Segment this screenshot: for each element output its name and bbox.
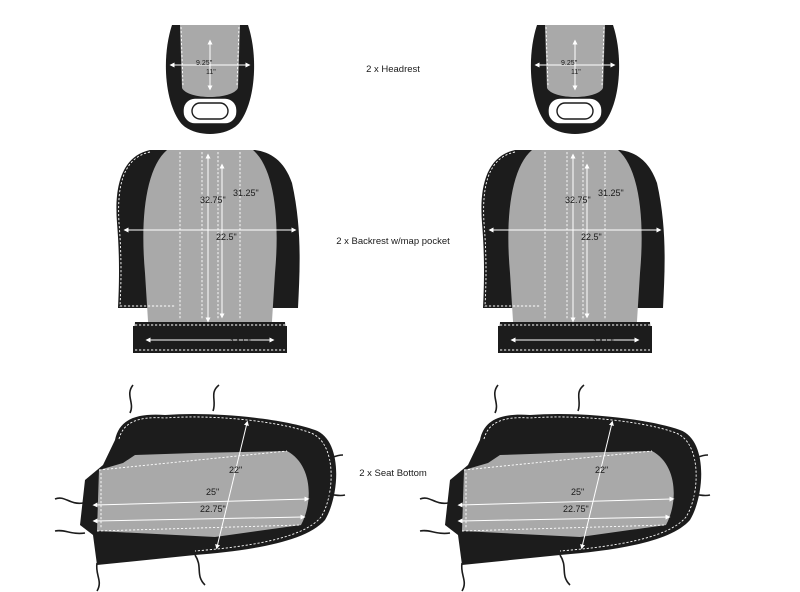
headrest-left: 9.25" 11" — [166, 25, 254, 134]
backrest-right: 32.75" 31.25" 22.5" 14.5" — [481, 150, 664, 353]
backrest-caption: 2 x Backrest w/map pocket — [336, 236, 450, 247]
backrest-height-outer-label: 32.75" — [565, 195, 591, 205]
headrest-height-label: 9.25" — [196, 60, 213, 67]
seat-front-width-label: 22.75" — [200, 504, 226, 514]
seat-bottom-left: 22" 25" 22.75" — [55, 385, 345, 591]
headrest-width-label: 11" — [206, 69, 216, 76]
seat-depth-label: 22" — [229, 465, 242, 475]
backrest-width-label: 22.5" — [581, 232, 602, 242]
seat-front-width-label: 22.75" — [563, 504, 589, 514]
headrest-height-label: 9.25" — [561, 60, 578, 67]
backrest-width-label: 22.5" — [216, 232, 237, 242]
headrest-width-label: 11" — [571, 69, 581, 76]
headrest-right: 9.25" 11" — [531, 25, 619, 134]
backrest-height-inner-label: 31.25" — [598, 188, 624, 198]
backrest-height-inner-label: 31.25" — [233, 188, 259, 198]
seat-bottom-caption: 2 x Seat Bottom — [359, 468, 427, 479]
seat-depth-label: 22" — [595, 465, 608, 475]
backrest-left: 32.75" 31.25" 22.5" 14.5" — [116, 150, 299, 353]
seat-width-label: 25" — [206, 487, 219, 497]
backrest-bottom-width-label: 14.5" — [593, 337, 614, 347]
headrest-caption: 2 x Headrest — [366, 64, 420, 75]
seat-bottom-right: 22" 25" 22.75" — [420, 385, 710, 591]
seat-width-label: 25" — [571, 487, 584, 497]
backrest-bottom-width-label: 14.5" — [230, 337, 251, 347]
backrest-height-outer-label: 32.75" — [200, 195, 226, 205]
